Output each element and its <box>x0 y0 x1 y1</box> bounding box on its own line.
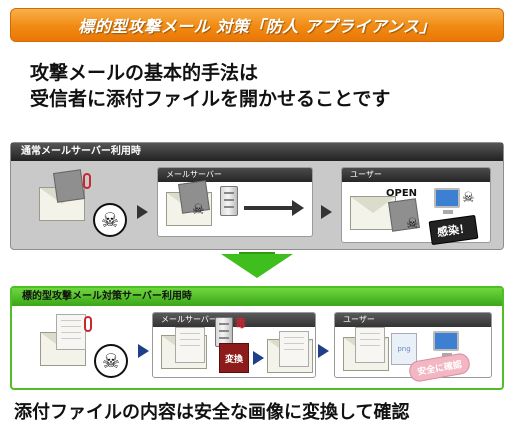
document-icon <box>279 331 309 367</box>
monitor-icon <box>433 331 459 357</box>
document-icon <box>56 314 86 350</box>
protected-user-box: ユーザー png 安全に確認 <box>334 312 492 384</box>
arrow-icon <box>137 205 148 219</box>
safe-check-badge: 安全に確認 <box>407 351 472 384</box>
monitor-icon <box>434 188 460 214</box>
poison-mark: 毒 <box>235 317 246 330</box>
normal-flow-panel: 通常メールサーバー利用時 ☠ メールサーバー ☠ ユーザー OPEN ☠ ☠ 感… <box>10 142 504 250</box>
down-arrow-icon <box>221 254 293 278</box>
skull-icon: ☠ <box>93 203 127 237</box>
document-icon <box>175 327 205 363</box>
skull-icon: ☠ <box>192 202 205 218</box>
skull-icon: ☠ <box>406 216 419 232</box>
skull-icon: ☠ <box>94 344 128 378</box>
open-label: OPEN <box>386 188 418 199</box>
envelope-icon <box>350 196 396 230</box>
arrow-icon <box>253 351 264 365</box>
title-banner: 標的型攻撃メール 対策「防人 アプライアンス」 <box>10 8 504 42</box>
arrow-icon <box>318 344 329 358</box>
user-box: ユーザー OPEN ☠ ☠ 感染！ <box>341 167 491 246</box>
convert-label: 変換 <box>219 343 249 373</box>
mail-server-label: メールサーバー <box>158 168 312 182</box>
headline-line-2: 受信者に添付ファイルを開かせることです <box>30 88 391 110</box>
headline-line-1: 攻撃メールの基本的手法は <box>30 62 259 84</box>
paperclip-icon <box>83 173 91 189</box>
protected-flow-panel: 標的型攻撃メール対策サーバー利用時 ☠ メールサーバー 毒 変換 ユーザー pn… <box>10 286 504 390</box>
mail-server-box: メールサーバー ☠ <box>157 167 313 237</box>
arrow-icon <box>244 200 304 216</box>
arrow-icon <box>138 344 149 358</box>
mail-server-label: メールサーバー <box>153 313 315 327</box>
png-image-icon: png <box>391 333 417 365</box>
server-icon <box>215 317 233 347</box>
user-label: ユーザー <box>335 313 491 327</box>
server-icon <box>220 186 238 216</box>
headline: 攻撃メールの基本的手法は 受信者に添付ファイルを開かせることです <box>30 60 390 112</box>
attachment-icon <box>53 169 85 203</box>
protected-server-box: メールサーバー 毒 変換 <box>152 312 316 378</box>
infection-badge: 感染！ <box>428 214 479 246</box>
banner-title: 標的型攻撃メール 対策「防人 アプライアンス」 <box>78 17 436 36</box>
paperclip-icon <box>84 316 92 332</box>
footer-caption: 添付ファイルの内容は安全な画像に変換して確認 <box>14 402 410 423</box>
document-icon <box>355 327 385 363</box>
protected-flow-title: 標的型攻撃メール対策サーバー利用時 <box>12 288 502 306</box>
skull-icon: ☠ <box>462 190 475 206</box>
arrow-icon <box>321 205 332 219</box>
normal-flow-title: 通常メールサーバー利用時 <box>11 143 503 161</box>
user-label: ユーザー <box>342 168 490 182</box>
